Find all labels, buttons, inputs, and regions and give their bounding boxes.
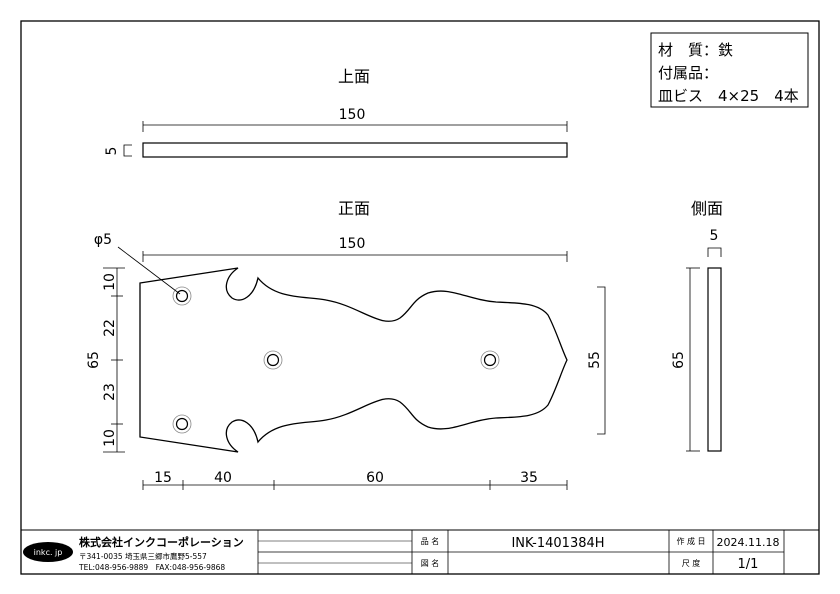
mounting-hole-right — [480, 350, 500, 370]
company-name: 株式会社インクコーポレーション — [79, 535, 244, 549]
top-thickness-label: 5 — [104, 147, 120, 156]
segment-10-top-label: 10 — [102, 273, 118, 291]
top-length-label: 150 — [339, 107, 366, 123]
material-box — [650, 32, 809, 108]
side-view-plate — [707, 267, 722, 452]
tip-height-label: 55 — [587, 351, 603, 369]
company-logo-text: inkc. jp — [34, 548, 63, 557]
company-address: 〒341-0035 埼玉県三郷市鷹野5-557 — [79, 551, 207, 561]
side-view: 側面 5 65 — [671, 199, 723, 452]
segment-22-label: 22 — [102, 319, 118, 337]
mounting-hole-center — [263, 350, 283, 370]
side-height-label: 65 — [671, 351, 687, 369]
segment-15-label: 15 — [154, 470, 172, 486]
segment-10-bottom-label: 10 — [102, 429, 118, 447]
mounting-hole-top-left — [172, 286, 192, 306]
product-code: INK-1401384H — [511, 536, 604, 551]
top-view-plate — [142, 142, 568, 158]
material-note: 材 質：鉄 付属品： 皿ビス 4×25 4本 — [650, 32, 809, 108]
title-block: inkc. jp 株式会社インクコーポレーション 〒341-0035 埼玉県三郷… — [20, 529, 820, 575]
side-view-title: 側面 — [691, 199, 723, 218]
creation-date-label: 作 成 日 — [676, 536, 705, 546]
product-name-label: 品 名 — [421, 536, 440, 546]
front-length-label: 150 — [339, 236, 366, 252]
material-line-2: 付属品： — [658, 64, 718, 82]
segment-23-label: 23 — [102, 383, 118, 401]
top-view: 上面 150 5 — [104, 67, 568, 158]
segment-60-label: 60 — [366, 470, 384, 486]
company-contact: TEL:048-956-9889 FAX:048-956-9868 — [78, 563, 225, 572]
material-line-1: 材 質：鉄 — [658, 41, 733, 59]
drawing-name-label: 図 名 — [421, 558, 440, 568]
scale-value: 1/1 — [738, 557, 759, 572]
front-view-plate — [139, 267, 568, 453]
hole-diameter-label: φ5 — [94, 232, 112, 248]
top-view-title: 上面 — [338, 67, 370, 86]
mounting-hole-bottom-left — [172, 414, 192, 434]
creation-date: 2024.11.18 — [717, 536, 780, 549]
front-height-label: 65 — [86, 351, 102, 369]
side-thickness-label: 5 — [710, 228, 719, 244]
scale-label: 尺 度 — [682, 558, 701, 568]
front-view: 正面 150 φ5 — [86, 199, 606, 490]
company-logo — [23, 542, 73, 562]
segment-40-label: 40 — [214, 470, 232, 486]
front-view-title: 正面 — [338, 199, 370, 218]
material-line-3: 皿ビス 4×25 4本 — [658, 87, 799, 105]
segment-35-label: 35 — [520, 470, 538, 486]
